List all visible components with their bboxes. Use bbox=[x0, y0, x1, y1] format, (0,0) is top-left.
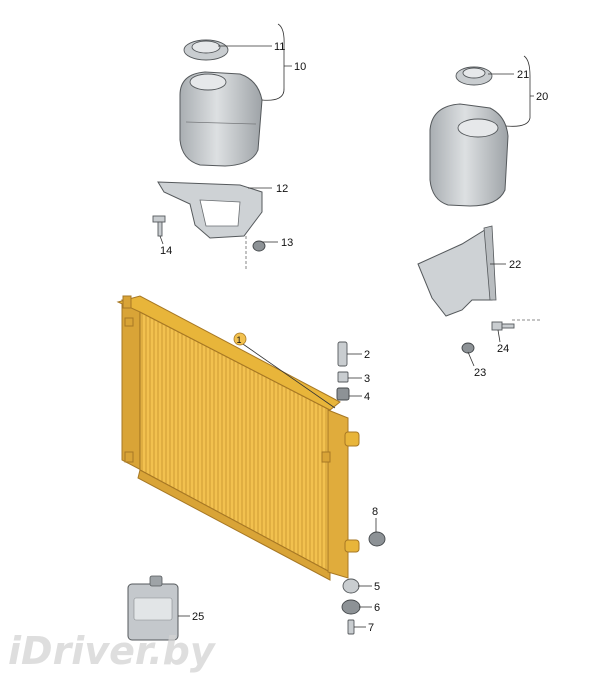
rubber-bush bbox=[337, 371, 349, 383]
radiator-pin bbox=[337, 341, 348, 367]
drain-plug bbox=[368, 531, 386, 547]
bolt-24 bbox=[491, 321, 515, 331]
callout-22: 22 bbox=[509, 259, 521, 271]
tank-bracket-left bbox=[157, 181, 263, 239]
callout-4: 4 bbox=[364, 391, 370, 403]
callout-1: 1 bbox=[237, 335, 242, 345]
callout-10: 10 bbox=[294, 61, 306, 73]
bolt-14 bbox=[152, 215, 166, 237]
callout-8: 8 bbox=[372, 506, 378, 518]
callout-7: 7 bbox=[368, 622, 374, 634]
callout-21: 21 bbox=[517, 69, 529, 81]
radiator bbox=[116, 295, 360, 581]
nut-23 bbox=[461, 342, 475, 354]
callout-23: 23 bbox=[474, 367, 486, 379]
tank-cap-right bbox=[455, 66, 493, 86]
callout-5: 5 bbox=[374, 581, 380, 593]
expansion-tank-left bbox=[179, 71, 263, 167]
watermark: iDriver.by bbox=[8, 629, 217, 673]
callout-24: 24 bbox=[497, 343, 509, 355]
callout-12: 12 bbox=[276, 183, 288, 195]
lower-mount bbox=[341, 599, 361, 615]
coolant-canister bbox=[127, 575, 179, 641]
tank-cap-left bbox=[183, 39, 229, 61]
callout-20: 20 bbox=[536, 91, 548, 103]
lower-screw bbox=[347, 619, 355, 635]
expansion-tank-right bbox=[429, 103, 509, 207]
callout-11: 11 bbox=[274, 41, 285, 53]
callout-25: 25 bbox=[192, 611, 204, 623]
tank-bracket-right bbox=[417, 225, 497, 317]
callout-3: 3 bbox=[364, 373, 370, 385]
callout-labels: 11 10 12 13 14 21 20 22 24 23 1 2 3 4 8 … bbox=[160, 41, 548, 634]
callout-14: 14 bbox=[160, 245, 172, 257]
leader-lines bbox=[159, 23, 542, 628]
nut-13 bbox=[252, 240, 266, 252]
callout-1-marker bbox=[233, 332, 247, 346]
callout-6: 6 bbox=[374, 602, 380, 614]
lower-bush bbox=[342, 578, 360, 594]
callout-2: 2 bbox=[364, 349, 370, 361]
callout-13: 13 bbox=[281, 237, 293, 249]
mount-bush bbox=[336, 387, 350, 401]
